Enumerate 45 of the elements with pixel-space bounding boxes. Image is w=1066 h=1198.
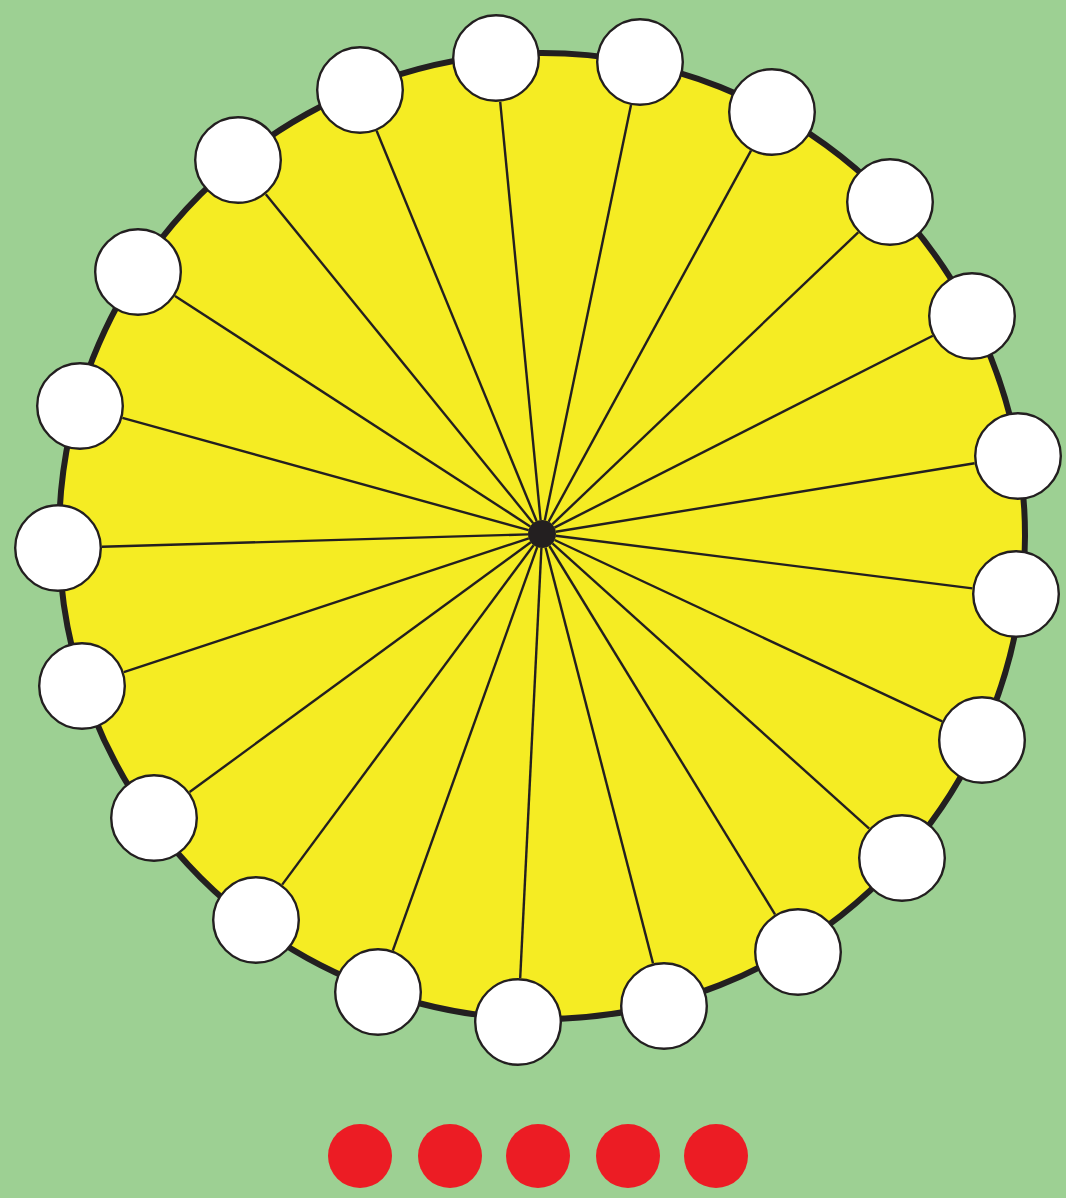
spoke-line: [553, 334, 934, 529]
dot-marker: [506, 1124, 570, 1188]
dot-marker: [418, 1124, 482, 1188]
spoke-line: [547, 150, 753, 523]
spoke-line: [544, 547, 655, 964]
spoke-line: [391, 546, 539, 951]
spoke-line: [551, 231, 860, 526]
rim-circle: [754, 908, 842, 996]
spoke-line: [122, 416, 529, 532]
rim-circle: [846, 158, 934, 246]
rim-circle: [596, 18, 684, 106]
spoke-line: [555, 462, 975, 533]
rim-circle: [928, 272, 1016, 360]
rim-circle: [94, 228, 182, 316]
spoke-line: [281, 544, 535, 886]
spoke-line: [264, 193, 535, 524]
spoke-line: [555, 534, 973, 590]
spoke-line: [123, 537, 530, 674]
rim-circle: [452, 14, 540, 102]
rim-circle: [972, 550, 1060, 638]
rim-circle: [14, 504, 102, 592]
rim-circle: [620, 962, 708, 1050]
rim-circle: [858, 814, 946, 902]
hub-dot: [528, 520, 556, 548]
dot-marker: [684, 1124, 748, 1188]
spoke-line: [375, 130, 538, 522]
dot-marker: [596, 1124, 660, 1188]
rim-circle: [474, 978, 562, 1066]
spoke-line: [554, 538, 943, 723]
dot-marker: [328, 1124, 392, 1188]
spoke-line: [519, 547, 543, 979]
rim-circle: [728, 68, 816, 156]
spoke-line: [174, 295, 531, 528]
rim-circle: [938, 696, 1026, 784]
rim-circle: [194, 116, 282, 204]
rim-circle: [36, 362, 124, 450]
spoke-line: [548, 545, 777, 916]
spoke-line: [543, 104, 633, 521]
spoke-line: [101, 533, 529, 548]
rim-circle: [974, 412, 1062, 500]
rim-circle: [38, 642, 126, 730]
spoke-line: [551, 542, 870, 830]
spoke-line: [188, 541, 532, 793]
rim-circle: [334, 948, 422, 1036]
spoke-line: [499, 101, 542, 521]
